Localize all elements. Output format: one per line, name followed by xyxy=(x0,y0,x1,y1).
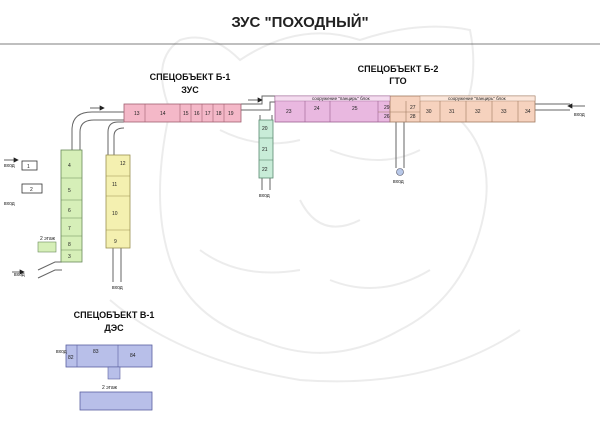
room-32: 32 xyxy=(475,109,481,115)
entrance-left-2: вход xyxy=(4,201,15,207)
room-1: 1 xyxy=(27,164,30,170)
room-9: 9 xyxy=(114,239,117,245)
entrance-b2-down: вход xyxy=(393,179,404,185)
armor-block-label-1: сооружение "панцирь" блок xyxy=(312,96,370,101)
room-34: 34 xyxy=(525,109,531,115)
object-b1-sub: ЗУС xyxy=(181,85,199,95)
room-18: 18 xyxy=(216,111,222,117)
mid-column-block: 12 11 10 9 xyxy=(105,154,131,249)
room-22: 22 xyxy=(262,167,268,173)
room-12: 12 xyxy=(120,161,126,167)
room-14: 14 xyxy=(160,111,166,117)
room-11: 11 xyxy=(112,182,117,188)
entrance-right: вход xyxy=(574,112,585,118)
b1-row-body xyxy=(123,103,242,123)
direction-arrows xyxy=(4,97,585,275)
object-v1-sub: ДЭС xyxy=(104,323,124,333)
page-title: ЗУС "ПОХОДНЫЙ" xyxy=(231,13,368,31)
room-82: 82 xyxy=(68,355,74,361)
room-7: 7 xyxy=(68,226,71,232)
b2-armor-strip-2 xyxy=(419,95,536,102)
room-27: 27 xyxy=(410,105,416,111)
room-83: 83 xyxy=(93,349,99,355)
object-b1-name: СПЕЦОБЪЕКТ Б-1 xyxy=(150,72,231,82)
entrance-mid-bottom: вход xyxy=(112,285,123,291)
b1-down-block: 20 21 22 xyxy=(258,119,274,179)
room-2: 2 xyxy=(30,187,33,193)
room-23: 23 xyxy=(286,109,292,115)
v1-block: 82 83 84 xyxy=(65,344,153,411)
b1-down-body xyxy=(258,119,274,179)
room-4: 4 xyxy=(68,163,71,169)
room-16: 16 xyxy=(194,111,200,117)
room-30: 30 xyxy=(426,109,432,115)
room-24: 24 xyxy=(314,106,320,112)
room-29: 29 xyxy=(384,105,390,111)
room-21: 21 xyxy=(262,147,268,153)
v1-stair-box xyxy=(107,366,121,380)
room-3: 3 xyxy=(68,254,71,260)
cat-watermark xyxy=(109,25,521,383)
armor-block-label-2: сооружение "панцирь" блок xyxy=(448,96,506,101)
room-31: 31 xyxy=(449,109,455,115)
object-b2-name: СПЕЦОБЪЕКТ Б-2 xyxy=(358,64,439,74)
b2-down-shaft xyxy=(396,168,404,176)
floor2-left-box xyxy=(37,241,57,253)
v1-lower-body xyxy=(79,391,153,411)
floor2-left-label: 2 этаж xyxy=(40,236,56,242)
v1-upper-body xyxy=(65,344,153,368)
room-1-box xyxy=(21,160,38,171)
room-6: 6 xyxy=(68,208,71,214)
b2-row-block: сооружение "панцирь" блок сооружение "па… xyxy=(274,95,536,123)
mid-column-body xyxy=(105,154,131,249)
room-33: 33 xyxy=(501,109,507,115)
object-v1-name: СПЕЦОБЪЕКТ В-1 xyxy=(74,310,155,320)
b1-row-block: 13 14 15 16 17 18 19 xyxy=(123,103,242,123)
room-8: 8 xyxy=(68,242,71,248)
room-84: 84 xyxy=(130,353,136,359)
entrance-v1: вход xyxy=(56,349,67,355)
entrance-b1-down: вход xyxy=(259,193,270,199)
b2-armor-strip-1 xyxy=(274,95,391,102)
room-13: 13 xyxy=(134,111,140,117)
left-column-body xyxy=(60,149,83,263)
room-25: 25 xyxy=(352,106,358,112)
room-20: 20 xyxy=(262,126,268,132)
room-28: 28 xyxy=(410,114,416,120)
room-10: 10 xyxy=(112,211,118,217)
room-19: 19 xyxy=(228,111,234,117)
room-26: 26 xyxy=(384,114,390,120)
entrance-left-1: вход xyxy=(4,163,15,169)
floor2-v1-label: 2 этаж xyxy=(102,385,118,391)
room-17: 17 xyxy=(205,111,211,117)
object-b2-sub: ГТО xyxy=(389,76,406,86)
room-5: 5 xyxy=(68,188,71,194)
room-15: 15 xyxy=(183,111,189,117)
left-column-block: 4 5 6 7 8 3 xyxy=(60,149,83,263)
entrance-bottom-left: вход xyxy=(14,272,25,278)
room-2-box xyxy=(21,183,43,194)
